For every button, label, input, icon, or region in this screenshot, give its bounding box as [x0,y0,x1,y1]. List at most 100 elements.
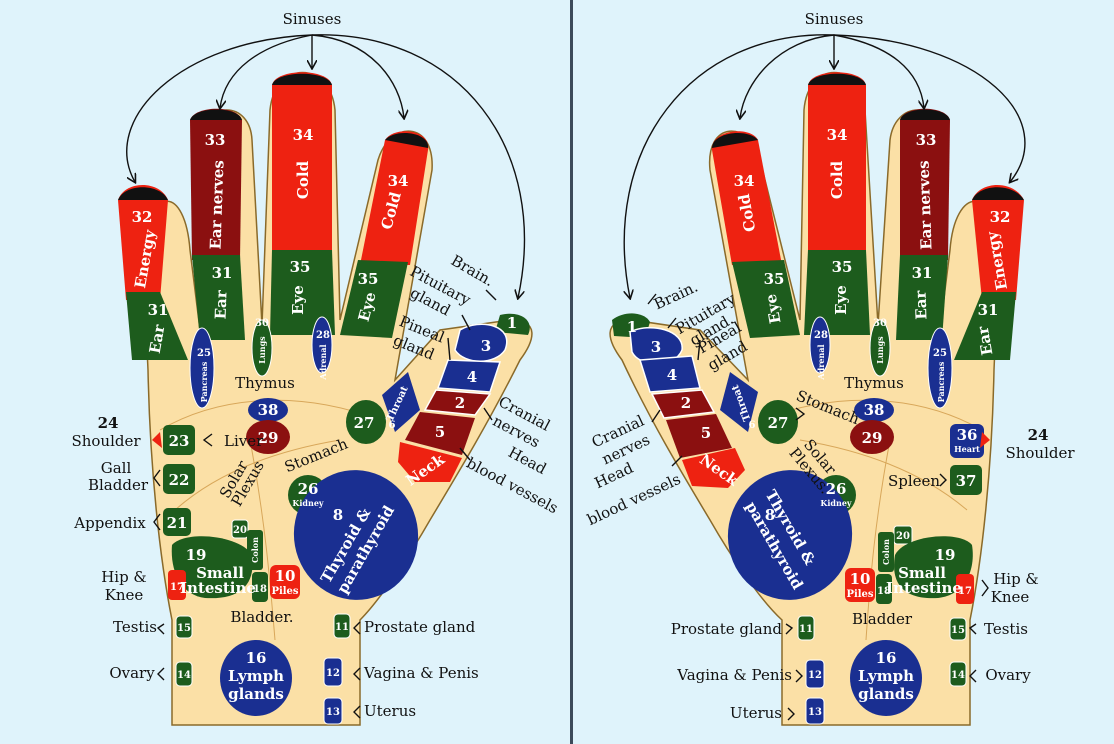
right-num-12: 12 [808,670,822,681]
left-thumb-throat-zone [382,372,420,432]
right-text-36: Heart [954,444,980,454]
right-index-tip-num: 34 [734,172,755,190]
left-zone-22 [163,464,195,494]
right-zone-25 [927,327,953,409]
left-text-30: Lungs [257,336,267,364]
right-num-27: 27 [768,414,789,432]
left-shoulder-label: Shoulder [71,432,141,450]
panel-divider [570,0,573,744]
right-zone-8 [727,470,853,600]
right-prostate-label: Prostate gland [671,620,783,638]
left-thumb-num-6: 6 [389,420,396,431]
left-middle-tip-cap [272,73,332,85]
left-ring-tip-cap [190,109,242,120]
left-num-28: 28 [316,330,330,341]
right-num-17: 17 [958,586,972,597]
left-num-29: 29 [258,429,279,447]
right-ring-tip-cap [900,109,950,120]
right-thumb-zone-4 [639,355,701,393]
right-shoulder-label: Shoulder [1005,444,1075,462]
left-text-19a: Small [196,564,244,582]
right-bladder-label: Bladder [852,610,913,628]
right-thumb-zone-5 [666,414,732,458]
right-zone-30 [869,319,891,377]
right-ring-tip-zone [900,108,950,260]
right-uterus-label: Uterus [730,704,782,722]
right-thumb-num-3: 3 [651,338,661,356]
left-ring-tip-zone [190,108,242,260]
right-little-base-zone [954,292,1016,360]
right-thumb-num-4: 4 [667,366,677,384]
left-text-16b: glands [228,685,284,703]
right-little-tip-cap [972,187,1024,200]
right-ring-base-num: 31 [912,264,933,282]
right-text-25: Pancreas [936,361,946,402]
left-index-tip-zone [360,131,429,265]
left-num-13: 13 [326,707,340,718]
left-ring-tip-num: 33 [205,131,226,149]
right-num-14: 14 [951,670,965,681]
right-hip-label-b: Knee [991,588,1030,606]
right-zone-28 [809,316,831,374]
left-thumb-zone-3 [454,323,508,362]
left-num-19: 19 [186,546,207,564]
right-middle-tip-num: 34 [827,126,848,144]
left-zone-21 [163,508,191,536]
left-appendix-label: Appendix [73,514,146,532]
right-num-37: 37 [956,472,977,490]
right-num-13: 13 [808,707,822,718]
right-middle-base-text: Eye [832,285,850,315]
right-little-base-num: 31 [978,301,999,319]
left-zone-10 [270,565,300,599]
left-thumb-zone-5 [405,412,475,455]
left-text-25: Pancreas [199,361,209,402]
left-zone-15 [175,615,193,639]
right-24-label: 24 [1028,426,1049,444]
left-ring-base-text: Ear [212,289,231,320]
left-little-base-zone [126,292,188,360]
right-index-base-num: 35 [764,270,785,288]
right-num-25: 25 [933,348,947,359]
right-little-tip-zone [972,185,1024,300]
right-num-16: 16 [876,649,897,667]
right-zone-11 [797,615,815,641]
right-thumb-num-2: 2 [681,394,691,412]
right-thumb-num-5: 5 [701,424,711,442]
left-num-16: 16 [246,649,267,667]
right-zone-12 [805,659,825,689]
right-num-26: 26 [826,480,847,498]
left-little-base-num: 31 [148,301,169,319]
left-text-26: Kidney [292,498,323,508]
left-thumb-num-5: 5 [435,423,445,441]
left-thumb-neck-zone [398,442,462,482]
right-ring-tip-text: Ear nerves [914,160,935,250]
left-thumb-num-1: 1 [507,314,517,332]
left-zone-17 [168,570,186,600]
right-zone-18 [876,574,892,604]
right-text-19b: Intestine [886,579,962,597]
left-zone-20 [231,519,249,539]
right-num-29: 29 [862,429,883,447]
left-sinus-arrows [126,34,526,298]
left-num-17: 17 [170,582,184,593]
right-zone-37 [950,465,982,495]
left-thumb-zone-1 [495,313,530,335]
left-index-tip-cap [385,133,429,148]
left-zone-19 [171,536,253,599]
left-num-20: 20 [233,525,247,536]
right-thumb-num-1: 1 [627,318,637,336]
right-text-19a: Small [898,564,946,582]
left-hand: Sinuses 32 Energy 31 Ear 33 Ear nerves 3… [71,10,561,726]
right-testis-label: Testis [984,620,1028,638]
right-num-10: 10 [850,570,871,588]
left-zone-12 [323,657,343,687]
left-middle-tip-zone [272,72,332,255]
right-zone-14 [949,661,967,687]
right-ovary-label: Ovary [985,666,1031,684]
right-bracket-icons [647,293,989,721]
right-text-16a: Lymph [858,667,914,685]
right-zone-10 [845,568,875,602]
left-liver-label: Liver [224,432,264,450]
left-bracket-icons [153,289,497,719]
left-thumb-zone-2 [423,389,492,416]
